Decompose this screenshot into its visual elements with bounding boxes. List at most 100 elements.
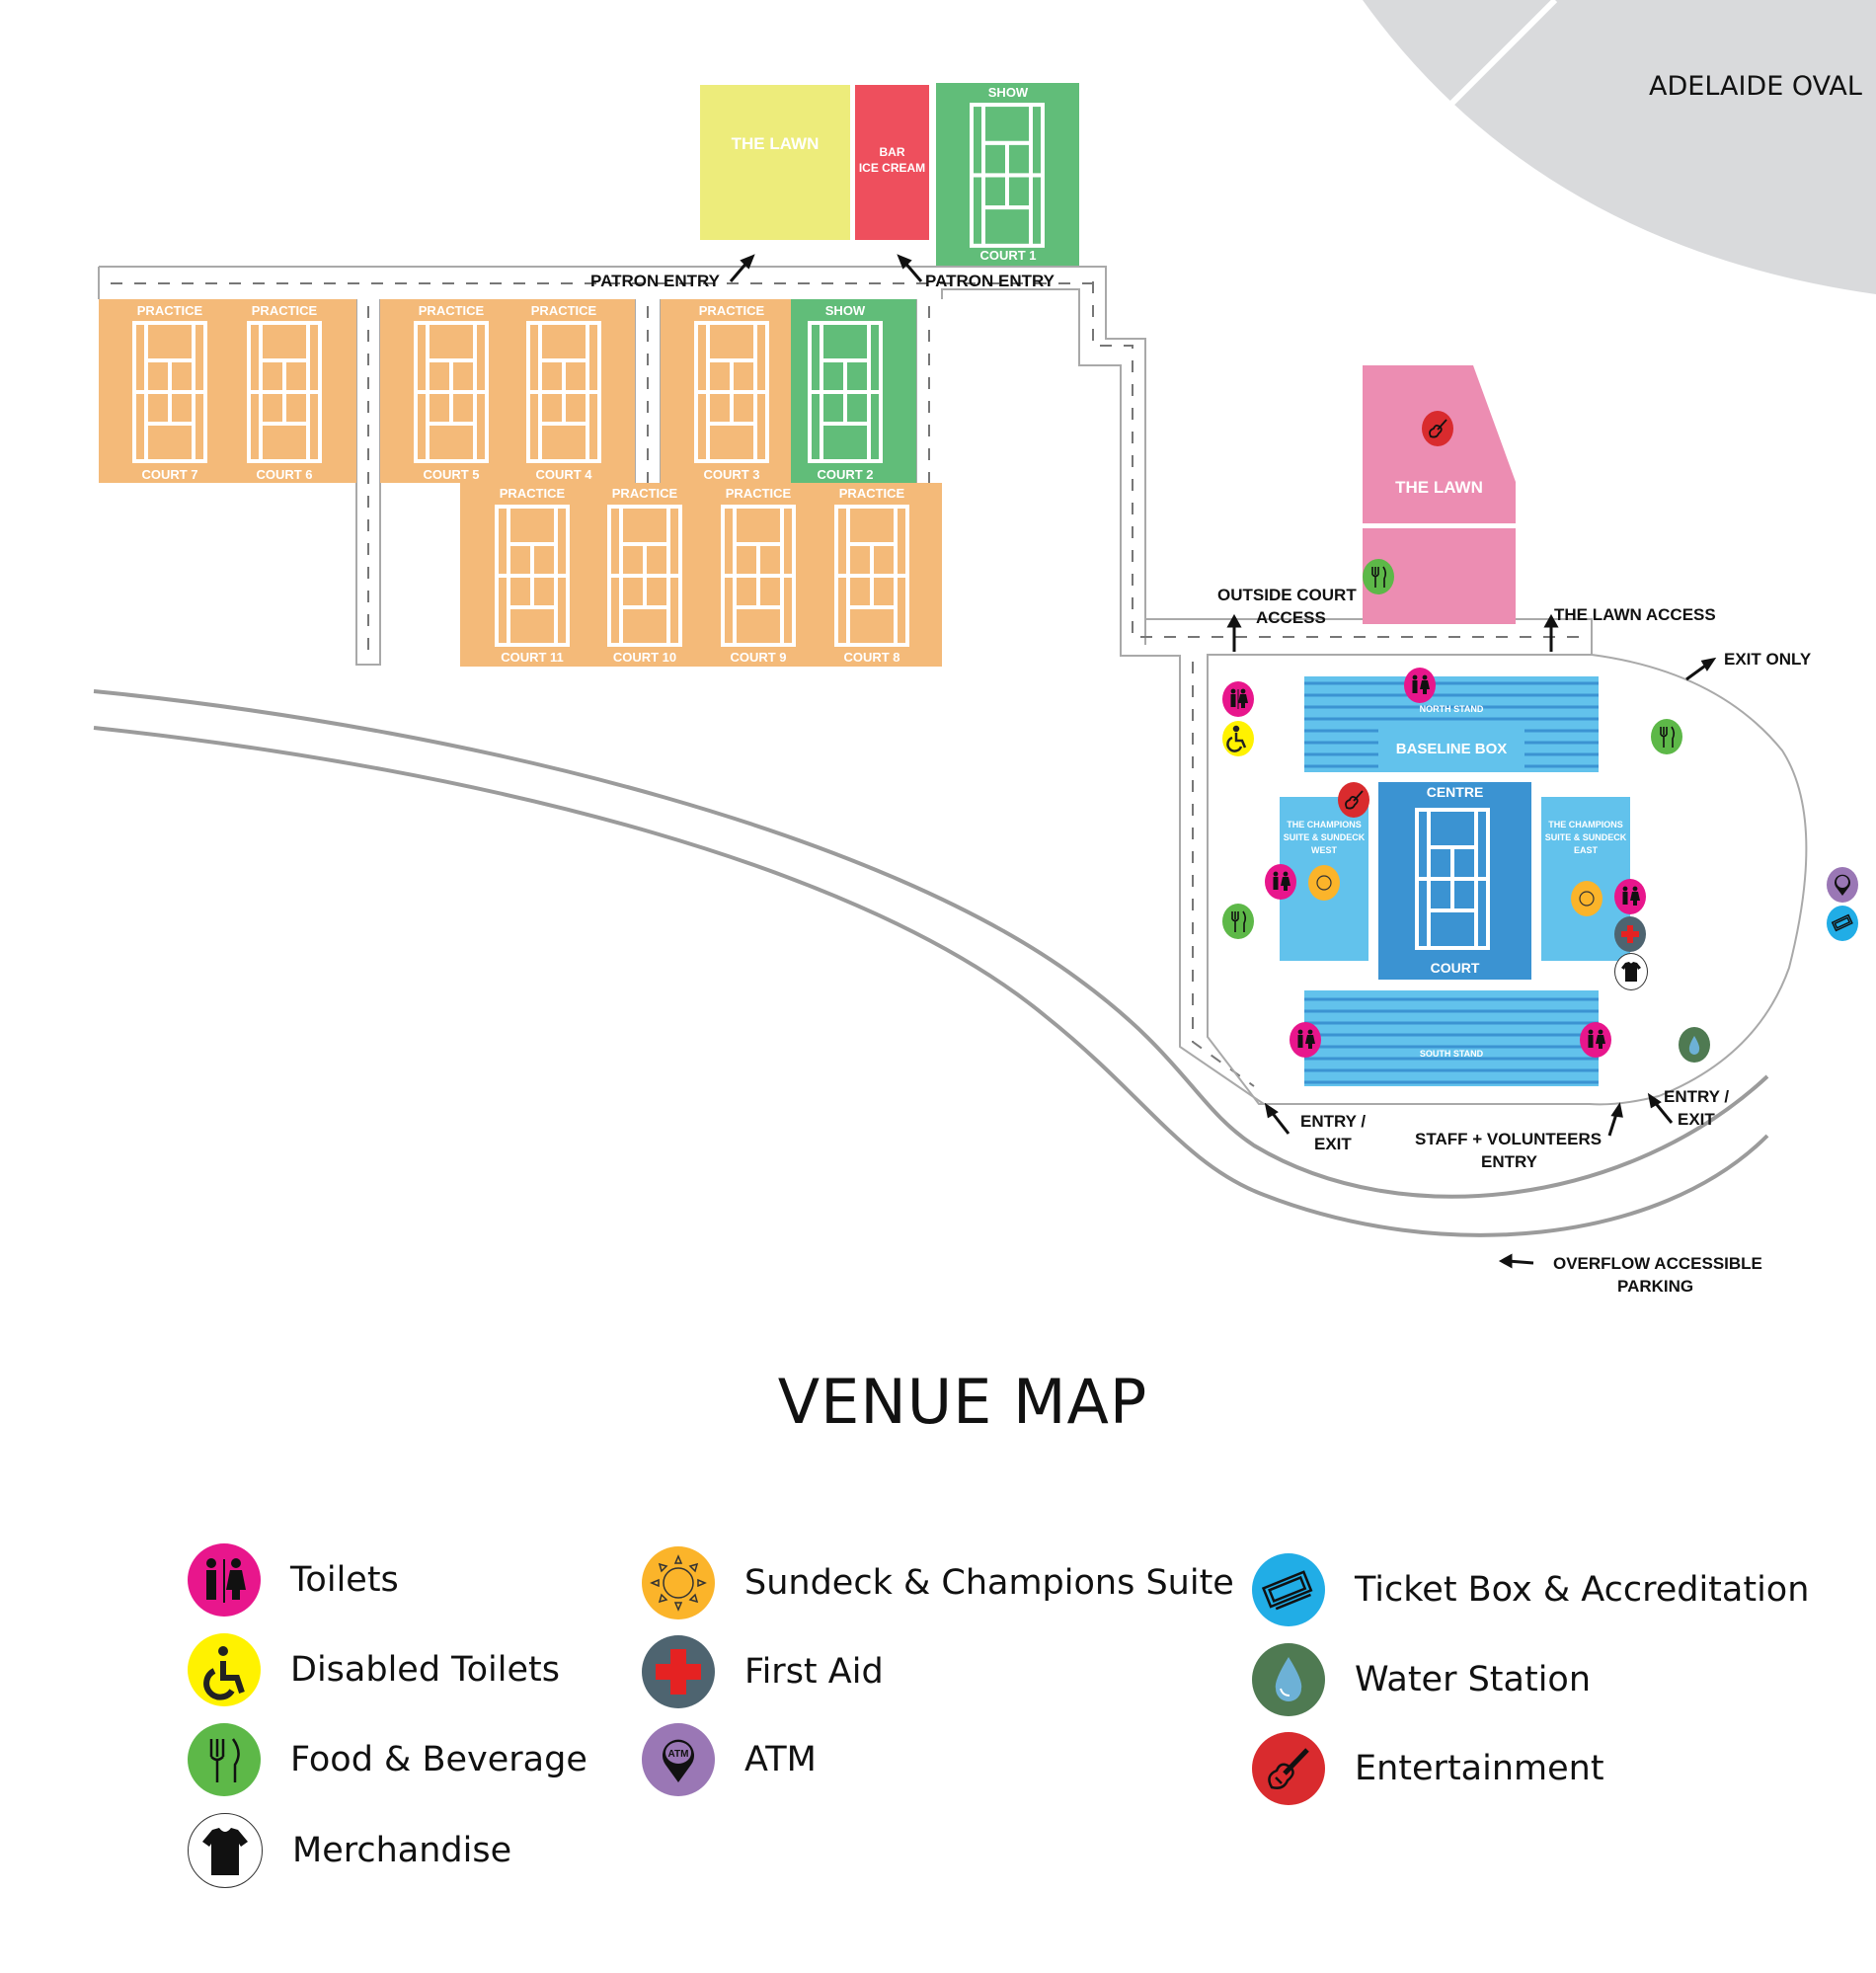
court-10-top: PRACTICE [611,486,678,501]
court-9-label: COURT 9 [730,650,787,665]
toilets-icon[interactable] [1404,668,1436,703]
court-2-top: SHOW [824,303,866,318]
legend-label: Entertainment [1355,1749,1604,1788]
west-suite-label-2: SUITE & SUNDECK [1283,832,1366,842]
legend-label: Disabled Toilets [290,1650,560,1690]
east-suite-label-2: SUITE & SUNDECK [1544,832,1627,842]
legend-item-toilets: Toilets [188,1543,399,1617]
entertainment-icon[interactable] [1338,782,1369,818]
legend-item-first-aid: First Aid [642,1635,884,1708]
sundeck-icon[interactable] [1571,881,1602,916]
water-station-icon [1252,1643,1325,1716]
ticket-icon [1252,1553,1325,1626]
entry-exit-right-1: ENTRY / [1664,1087,1730,1106]
court-3-top: PRACTICE [698,303,765,318]
food-beverage-icon[interactable] [1363,559,1394,594]
overflow-parking-2: PARKING [1617,1277,1694,1296]
baseline-box-label: BASELINE BOX [1395,741,1508,757]
court-4-top: PRACTICE [530,303,597,318]
entry-exit-left-2: EXIT [1314,1135,1352,1153]
bar-ice-cream [855,85,929,240]
south-stand [1304,990,1599,1086]
patron-entry-right: PATRON ENTRY [925,272,1055,290]
court-7-label: COURT 7 [141,467,198,482]
legend-label: Water Station [1355,1660,1592,1699]
court-8-top: PRACTICE [838,486,905,501]
toilets-icon[interactable] [1614,879,1646,914]
centre-label: CENTRE [1426,784,1484,800]
legend-label: Toilets [290,1560,399,1600]
entry-exit-left-1: ENTRY / [1300,1112,1367,1131]
toilets-icon[interactable] [1580,1022,1611,1058]
west-suite-label-1: THE CHAMPIONS [1287,820,1362,829]
atm-icon: ATM [642,1723,715,1796]
legend-label: First Aid [744,1652,884,1692]
sundeck-icon[interactable] [1308,865,1340,901]
merchandise-icon[interactable] [1614,953,1648,990]
toilets-icon[interactable] [1222,681,1254,717]
legend-item-merchandise: Merchandise [188,1813,511,1888]
entry-exit-right-2: EXIT [1678,1110,1715,1129]
toilets-icon[interactable] [1290,1022,1321,1058]
food-beverage-icon[interactable] [1651,719,1682,754]
patron-entry-left: PATRON ENTRY [590,272,720,290]
south-stand-label: SOUTH STAND [1419,1049,1484,1059]
disabled-toilets-icon[interactable] [1222,721,1254,756]
staff-entry-1: STAFF + VOLUNTEERS [1415,1130,1602,1148]
court-4-label: COURT 4 [535,467,592,482]
adelaide-oval-label: ADELAIDE OVAL [1649,71,1862,102]
ticket-icon[interactable] [1827,906,1858,941]
outside-court-access-1: OUTSIDE COURT [1217,586,1357,604]
legend-item-entertainment: Entertainment [1252,1732,1604,1805]
toilets-icon[interactable] [1265,864,1296,900]
west-suite-label-3: WEST [1311,845,1337,855]
court-1-top-label: SHOW [987,85,1029,100]
sundeck-icon [642,1546,715,1619]
legend-label: ATM [744,1740,817,1779]
lawn-pink-label: THE LAWN [1395,478,1483,497]
court-5-top: PRACTICE [418,303,485,318]
north-stand [1304,676,1599,772]
lawn-access: THE LAWN ACCESS [1554,605,1716,624]
outside-court-access-2: ACCESS [1256,608,1326,627]
overflow-parking-1: OVERFLOW ACCESSIBLE [1553,1254,1762,1273]
court-11-label: COURT 11 [501,650,564,665]
adelaide-oval [1363,0,1876,294]
legend-label: Ticket Box & Accreditation [1355,1570,1810,1610]
legend-label: Sundeck & Champions Suite [744,1563,1234,1603]
venue-map [93,0,1876,1269]
legend-item-ticket: Ticket Box & Accreditation [1252,1553,1809,1626]
court-label: COURT [1430,960,1480,976]
page-title: VENUE MAP [777,1366,1148,1438]
court-7-top: PRACTICE [136,303,203,318]
svg-text:ATM: ATM [668,1749,689,1760]
staff-entry-2: ENTRY [1481,1152,1537,1171]
court-6-top: PRACTICE [251,303,318,318]
first-aid-icon [642,1635,715,1708]
the-lawn-yellow [700,85,850,240]
first-aid-icon[interactable] [1614,916,1646,952]
exit-only: EXIT ONLY [1724,650,1812,669]
bar-label: BAR [879,145,905,159]
legend-label: Merchandise [292,1831,512,1870]
ice-cream-label: ICE CREAM [858,161,926,175]
legend-item-atm: ATM ATM [642,1723,817,1796]
entertainment-icon [1252,1732,1325,1805]
entertainment-icon[interactable] [1422,411,1453,446]
lawn-yellow-label: THE LAWN [731,134,820,153]
east-suite-label-1: THE CHAMPIONS [1548,820,1623,829]
north-stand-label: NORTH STAND [1419,704,1484,714]
legend-item-sundeck: Sundeck & Champions Suite [642,1546,1234,1619]
legend-label: Food & Beverage [290,1740,587,1779]
water-station-icon[interactable] [1679,1027,1710,1063]
food-beverage-icon[interactable] [1222,904,1254,939]
court-5-label: COURT 5 [423,467,480,482]
court-6-label: COURT 6 [256,467,313,482]
atm-icon[interactable] [1827,867,1858,903]
merchandise-icon [188,1813,263,1888]
east-suite-label-3: EAST [1573,845,1598,855]
toilets-icon [188,1543,261,1617]
court-10-label: COURT 10 [612,650,677,665]
court-2-label: COURT 2 [817,467,874,482]
court-3-label: COURT 3 [703,467,760,482]
